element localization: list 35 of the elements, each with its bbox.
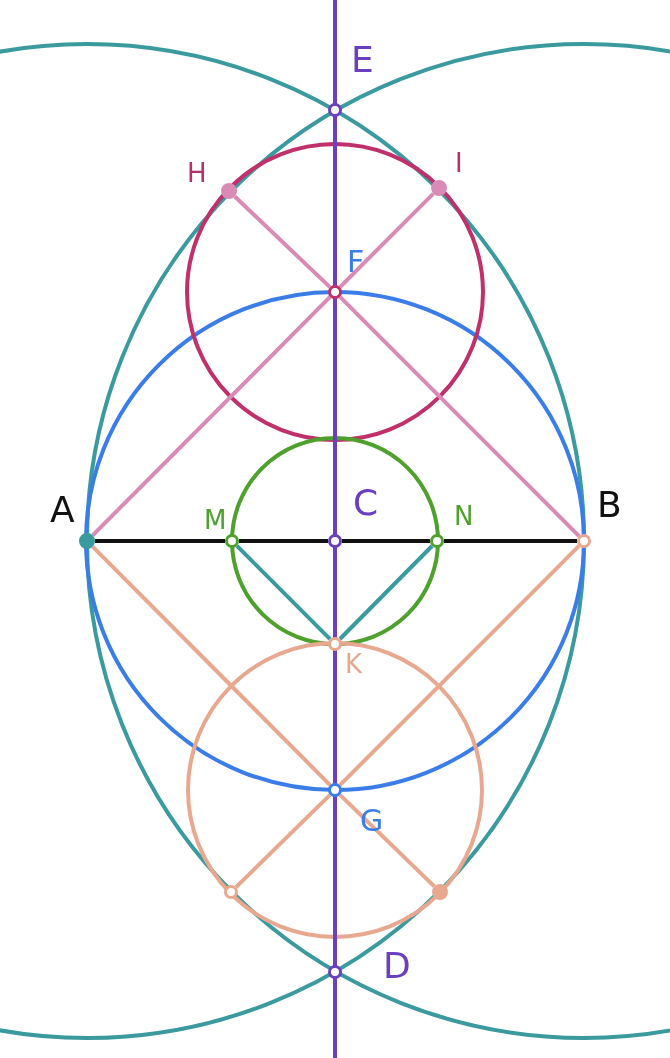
point-marker	[328, 534, 342, 548]
point-marker	[430, 534, 444, 548]
point-dot	[431, 180, 447, 196]
line-segment	[338, 544, 581, 787]
line-segment	[233, 195, 332, 289]
point-label: E	[351, 42, 374, 78]
line-segment	[95, 539, 225, 543]
point-marker	[225, 534, 239, 548]
point-dot	[221, 183, 237, 199]
line-segment	[338, 544, 434, 641]
point-marker	[577, 534, 591, 548]
point-marker	[224, 885, 238, 899]
point-label: I	[455, 150, 463, 176]
line-segment	[342, 539, 430, 543]
point-marker	[328, 965, 342, 979]
point-label: M	[204, 507, 227, 533]
point-label: B	[597, 487, 622, 523]
line-segment	[338, 192, 435, 289]
line-segment	[338, 295, 581, 538]
line-segment	[91, 295, 332, 537]
line-segment	[234, 793, 332, 889]
line-segment	[338, 793, 436, 888]
point-marker	[328, 637, 342, 651]
point-label: N	[454, 503, 474, 529]
point-label: D	[383, 948, 411, 984]
point-label: C	[353, 485, 379, 521]
line-segment	[91, 545, 332, 787]
line-segment	[444, 539, 577, 543]
point-label: H	[187, 160, 207, 186]
line-segment	[235, 544, 332, 641]
point-label: A	[50, 492, 75, 528]
point-label: K	[345, 651, 363, 677]
point-dot	[79, 533, 95, 549]
line-segment	[239, 539, 328, 543]
point-marker	[328, 103, 342, 117]
